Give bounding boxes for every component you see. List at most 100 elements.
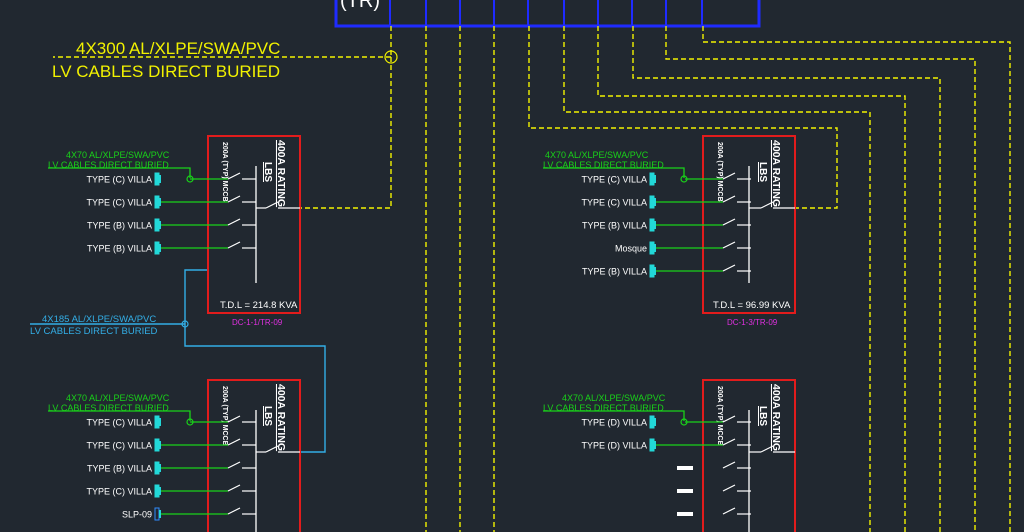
feeder-row: TYPE (D) VILLA [581, 415, 751, 429]
incoming-cable-spec: 4X70 AL/XLPE/SWA/PVC [545, 150, 649, 160]
panel-rating: 400A RATING [275, 384, 287, 451]
terminal-block-end [159, 441, 161, 449]
panel-lbs-label: LBS [757, 406, 768, 426]
feeder-row: TYPE (C) VILLA [581, 195, 751, 209]
panel-enclosure [207, 379, 301, 532]
feeder-cable [528, 26, 838, 209]
spare-terminal [677, 512, 693, 516]
terminal-block [649, 172, 655, 186]
distribution-panel: 400A RATING LBS 200A (TYP) MCCB [207, 379, 301, 532]
mccb-switch-blade [722, 415, 736, 423]
mccb-switch-blade [722, 507, 736, 515]
mccb-switch-blade [227, 172, 241, 180]
feeder-cable [563, 26, 871, 532]
panel-rating: 400A RATING [770, 384, 782, 451]
spare-terminal [677, 489, 693, 493]
terminal-block [154, 172, 160, 186]
feeder-row [677, 461, 751, 470]
feeder-row: TYPE (C) VILLA [86, 438, 256, 452]
mccb-switch-blade [722, 438, 736, 446]
terminal-block-end [654, 221, 656, 229]
feeder-row: TYPE (B) VILLA [87, 461, 256, 475]
mccb-switch-blade [227, 218, 241, 226]
feeder-row: TYPE (B) VILLA [87, 241, 256, 255]
feeder-row: TYPE (C) VILLA [86, 484, 256, 498]
link-cable-route: LV CABLES DIRECT BURIED [30, 326, 158, 337]
terminal-block-end [159, 175, 161, 183]
terminal-block [154, 438, 160, 452]
main-cable-route: LV CABLES DIRECT BURIED [52, 62, 280, 81]
link-cable: 4X185 AL/XLPE/SWA/PVC LV CABLES DIRECT B… [30, 269, 326, 453]
feeder-label: SLP-09 [122, 510, 152, 520]
main-cable-spec: 4X300 AL/XLPE/SWA/PVC [76, 39, 280, 58]
terminal-block [649, 218, 655, 232]
feeder-cable [632, 26, 941, 532]
panel-mccb-label: 200A (TYP) MCCB [221, 386, 228, 446]
mccb-switch-blade [227, 195, 241, 203]
panel-mccb-label: 200A (TYP) MCCB [716, 142, 723, 202]
terminal-block [154, 484, 160, 498]
feeder-label: TYPE (C) VILLA [581, 198, 647, 208]
mccb-switch-blade [722, 264, 736, 272]
terminal-block-end [654, 244, 656, 252]
incoming-switch [256, 201, 300, 209]
terminal-block-end [159, 198, 161, 206]
feeder-label: TYPE (C) VILLA [86, 487, 152, 497]
feeder-row: TYPE (B) VILLA [582, 264, 751, 278]
mccb-switch-blade [227, 241, 241, 249]
terminal-block-end [159, 221, 161, 229]
terminal-block-end [654, 175, 656, 183]
panel-mccb-label: 200A (TYP) MCCB [716, 386, 723, 446]
terminal-block [649, 438, 655, 452]
busbar-frame-outline [334, 0, 761, 28]
feeder-row [677, 507, 751, 516]
mccb-switch-blade [227, 507, 241, 515]
feeder-label: TYPE (C) VILLA [581, 175, 647, 185]
terminal-block [649, 241, 655, 255]
feeder-label: TYPE (D) VILLA [581, 418, 647, 428]
feeder-row: TYPE (D) VILLA [581, 438, 751, 452]
panel-rating: 400A RATING [770, 140, 782, 207]
feeder-cable [597, 26, 906, 532]
mccb-switch-blade [227, 484, 241, 492]
feeder-label: TYPE (D) VILLA [581, 441, 647, 451]
terminal-block-end [159, 510, 161, 518]
mccb-switch-blade [227, 461, 241, 469]
feeder-row [677, 484, 751, 493]
feeder-label: TYPE (B) VILLA [582, 221, 647, 231]
terminal-block [154, 195, 160, 209]
terminal-block-end [159, 487, 161, 495]
feeder-row: SLP-09 [122, 507, 256, 521]
feeder-row: TYPE (B) VILLA [582, 218, 751, 232]
feeder-row: TYPE (C) VILLA [581, 172, 751, 186]
spare-terminal [677, 466, 693, 470]
terminal-block [649, 195, 655, 209]
panel-reference: DC-1-3/TR-09 [727, 318, 778, 327]
mccb-switch-blade [722, 241, 736, 249]
cable-junction-marker [384, 50, 398, 64]
link-cable-spec: 4X185 AL/XLPE/SWA/PVC [42, 314, 156, 325]
panel-tdl: T.D.L = 96.99 KVA [713, 300, 791, 311]
mccb-switch-blade [722, 218, 736, 226]
panel-mccb-label: 200A (TYP) MCCB [221, 142, 228, 202]
feeder-row: Mosque [615, 241, 751, 255]
panel-rating: 400A RATING [275, 140, 287, 207]
terminal-block [649, 264, 655, 278]
terminal-block-end [654, 418, 656, 426]
panel-lbs-label: LBS [262, 162, 273, 182]
feeder-label: TYPE (B) VILLA [87, 464, 152, 474]
incoming-switch [749, 445, 795, 453]
terminal-block-end [654, 267, 656, 275]
feeder-label: TYPE (B) VILLA [87, 221, 152, 231]
mccb-switch-blade [227, 438, 241, 446]
incoming-switch [256, 445, 300, 453]
terminal-block [154, 461, 160, 475]
feeder-cable [53, 26, 392, 58]
feeder-list: TYPE (D) VILLA TYPE (D) VILLA [581, 415, 751, 516]
incoming-cable-route: LV CABLES DIRECT BURIED [543, 160, 664, 170]
transformer-label: (TR) [340, 0, 380, 12]
feeder-label: TYPE (C) VILLA [86, 198, 152, 208]
incoming-cable-spec: 4X70 AL/XLPE/SWA/PVC [66, 393, 170, 403]
panel-tdl: T.D.L = 214.8 KVA [220, 300, 298, 311]
